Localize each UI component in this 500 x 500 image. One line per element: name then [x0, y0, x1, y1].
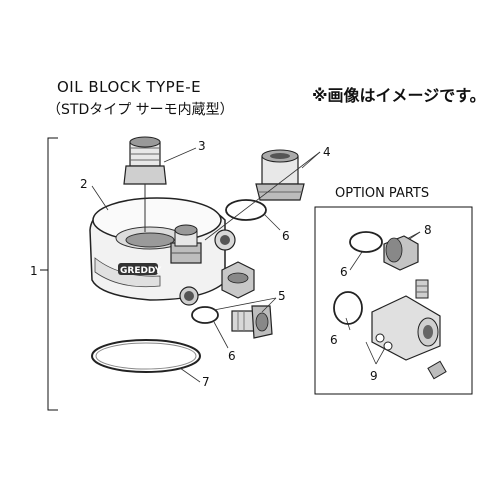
bracket-1: [40, 137, 58, 411]
callout-6-upper: 6: [282, 229, 290, 243]
option-o-ring-2: [333, 291, 363, 325]
large-o-ring: [91, 339, 201, 373]
callout-6-lower: 6: [228, 349, 236, 363]
callout-8: 8: [424, 223, 432, 237]
threaded-adapter: [123, 136, 167, 232]
plug-bolt: [231, 305, 273, 339]
option-plug-8: [383, 235, 419, 271]
diagram-title: OIL BLOCK TYPE-E: [57, 78, 202, 96]
hex-plug-on-block: [221, 261, 255, 299]
option-parts-title: OPTION PARTS: [335, 186, 430, 201]
fitting-on-block: [170, 224, 202, 264]
upper-fitting: [255, 149, 305, 201]
callout-9: 9: [370, 369, 378, 383]
option-parts-box: [314, 206, 473, 395]
callout-2: 2: [80, 177, 88, 191]
o-ring-upper: [225, 199, 267, 221]
logo-plate: [118, 263, 158, 275]
image-note: ※画像はイメージです。: [312, 86, 486, 105]
diagram-subtitle: （STDタイプ サーモ内蔵型）: [47, 102, 234, 118]
callout-6-option-upper: 6: [340, 265, 348, 279]
o-ring-lower: [191, 306, 219, 324]
option-sensor-adapter: [371, 279, 447, 380]
callout-7: 7: [202, 375, 210, 389]
callout-3: 3: [198, 139, 206, 153]
large-o-ring-inner: [95, 342, 197, 370]
logo-text: GREDDY: [120, 266, 162, 276]
option-o-ring-1: [349, 231, 383, 253]
callout-6-option-lower: 6: [330, 333, 338, 347]
callout-4: 4: [323, 145, 331, 159]
callout-1: 1: [30, 264, 38, 278]
callout-5: 5: [278, 289, 286, 303]
oil-block-body: GREDDY: [89, 197, 236, 306]
